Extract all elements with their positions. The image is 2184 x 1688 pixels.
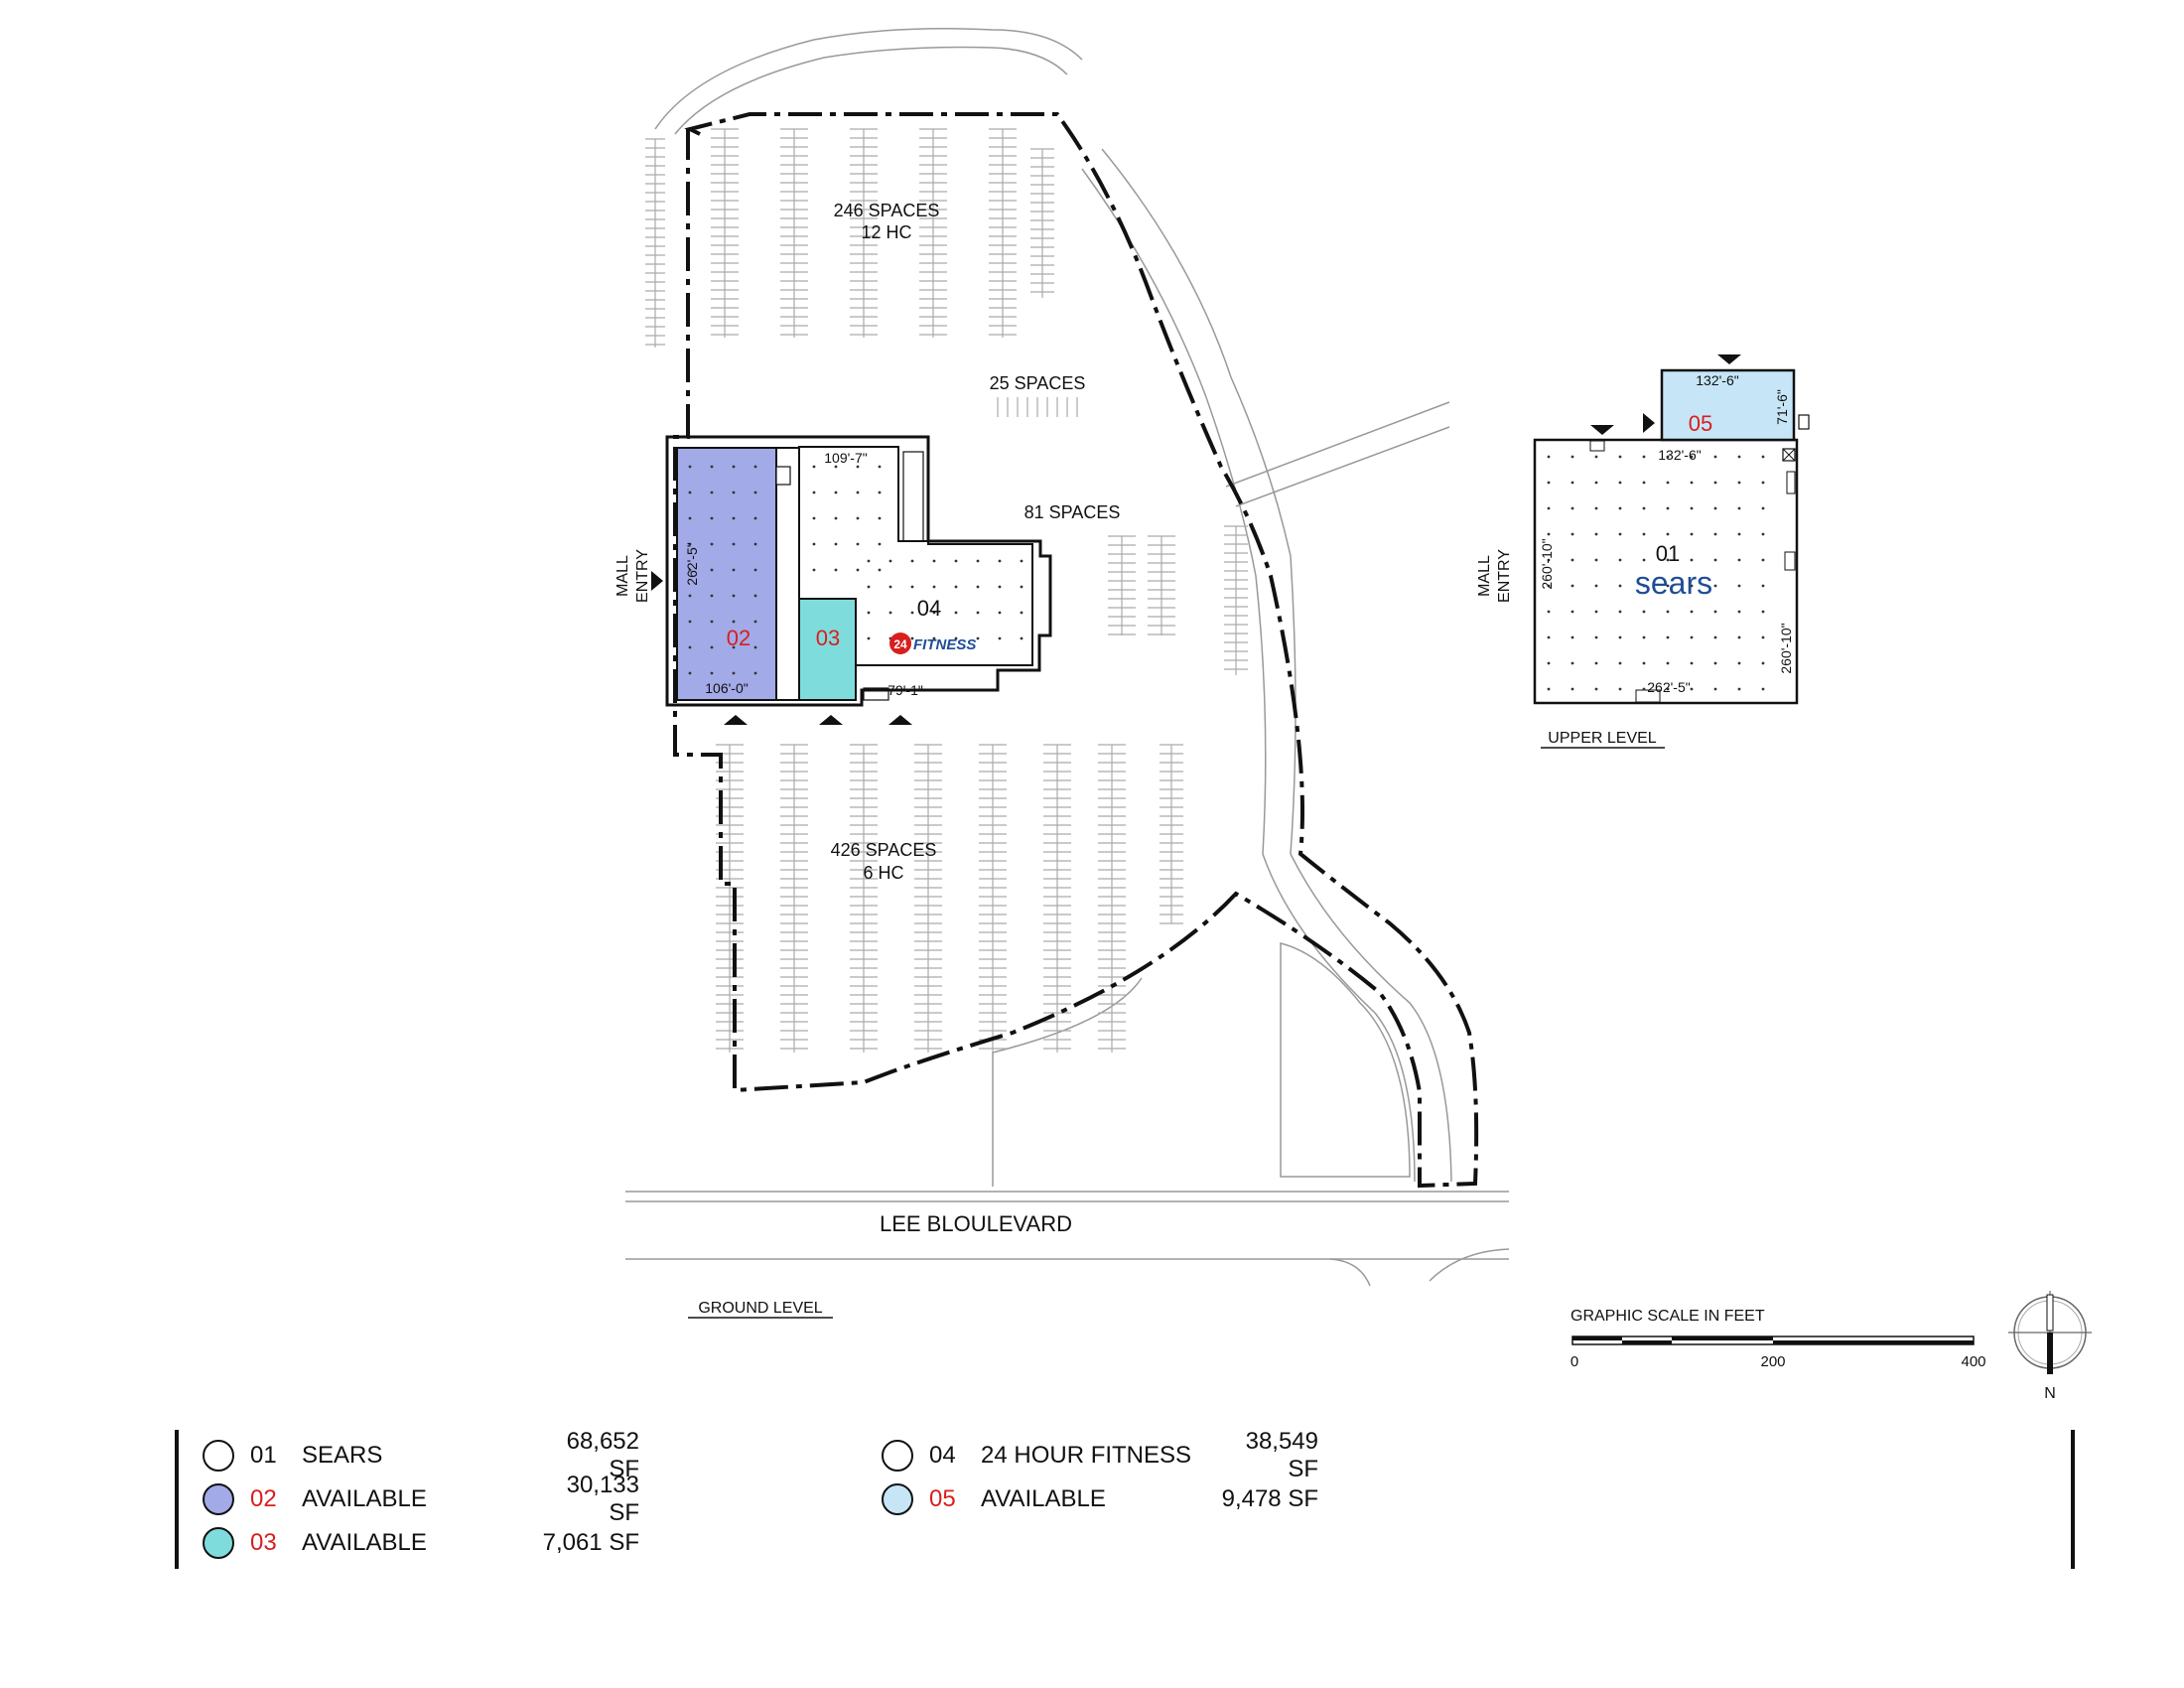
entry-arrow-icon [1643,413,1655,433]
legend-name: 24 HOUR FITNESS [981,1442,1192,1469]
legend-item: 05 AVAILABLE 9,478 SF [882,1479,1318,1519]
legend-number: 05 [929,1485,956,1512]
legend-name: SEARS [302,1442,383,1469]
entry-arrow-icon [651,571,663,591]
upper-mall-entry-2: ENTRY [1496,549,1513,603]
north-label: N [2044,1385,2056,1402]
legend-sf: 9,478 SF [1221,1485,1318,1512]
space-05[interactable] [1660,368,1796,442]
parking-east-spaces: 81 SPACES [1024,502,1121,522]
legend-item: 03 AVAILABLE 7,061 SF [203,1523,639,1563]
space-04-dim-bottom: 79'-1" [887,682,923,698]
space-05-dim-top: 132'-6" [1696,372,1738,388]
upper-mall-entry-1: MALL [1476,555,1493,597]
upper-level-label: UPPER LEVEL [1548,730,1656,747]
upper-building [1533,368,1810,705]
sears-logo: sears [1635,565,1712,601]
scale-title: GRAPHIC SCALE IN FEET [1570,1308,1765,1325]
parking-south-hc: 6 HC [863,863,903,883]
scale-tick-200: 200 [1760,1353,1785,1370]
legend-item: 04 24 HOUR FITNESS 38,549 SF [882,1428,1318,1482]
entry-arrow-icon [724,715,748,725]
legend-number: 01 [250,1442,277,1469]
legend-swatch [882,1440,913,1472]
legend-item: 01 SEARS 68,652 SF [203,1428,639,1482]
space-04-number: 04 [917,596,941,621]
space-01-dim-top: 132'-6" [1658,447,1701,463]
legend-name: AVAILABLE [302,1485,427,1512]
entry-arrows [651,354,1741,725]
legend-divider-right [2071,1430,2075,1569]
space-05-number: 05 [1689,411,1712,436]
legend-number: 03 [250,1529,277,1556]
scale-tick-400: 400 [1961,1353,1985,1370]
labels: 246 SPACES 12 HC 25 SPACES 81 SPACES 426… [614,201,1794,1319]
north-arrow-icon: N [2008,1291,2092,1402]
ground-level-label: GROUND LEVEL [698,1300,822,1317]
legend: 01 SEARS 68,652 SF 02 AVAILABLE 30,133 S… [175,1428,2075,1569]
legend-sf: 7,061 SF [542,1529,639,1556]
space-04[interactable] [798,446,1033,666]
space-03-number: 03 [816,626,840,650]
legend-name: AVAILABLE [981,1485,1106,1512]
graphic-scale: GRAPHIC SCALE IN FEET 0 200 400 [1570,1308,1986,1370]
scale-tick-0: 0 [1570,1353,1578,1370]
building-outline [665,435,1052,707]
legend-swatch [203,1483,234,1515]
column-grid [688,465,1024,675]
legend-swatch [203,1440,234,1472]
legend-sf: 30,133 SF [566,1472,639,1526]
space-02-number: 02 [727,626,751,650]
space-01-dim-left: 260'-10" [1539,538,1555,589]
fitness-logo-prefix: 24 [893,637,907,651]
legend-sf: 38,549 SF [1245,1428,1318,1482]
legend-swatch [203,1527,234,1559]
entry-arrow-icon [888,715,912,725]
entry-arrow-icon [1590,425,1614,435]
entry-arrow-icon [1717,354,1741,364]
legend-number: 02 [250,1485,277,1512]
space-02-dim-width: 106'-0" [705,680,748,696]
space-05-dim-right: 71'-6" [1774,389,1790,425]
entry-arrow-icon [819,715,843,725]
legend-number: 04 [929,1442,956,1469]
space-02[interactable] [676,447,777,701]
ground-mall-entry-1: MALL [614,555,631,597]
fitness-logo-text: FITNESS [913,636,976,653]
legend-swatch [882,1483,913,1515]
legend-divider-left [175,1430,179,1569]
parking-mid-spaces: 25 SPACES [990,373,1086,393]
space-02-dim-height: 262'-5" [684,542,700,585]
space-01-dim-bottom: 262'-5" [1647,679,1690,695]
ground-building [665,435,1052,707]
parking-north-hc: 12 HC [861,222,911,242]
parking-north-spaces: 246 SPACES [834,201,940,220]
space-01-dim-right: 260'-10" [1778,623,1794,673]
parking-south-spaces: 426 SPACES [831,840,937,860]
street-name: LEE BLOULEVARD [880,1211,1072,1236]
upper-column-grid [1547,455,1765,691]
parking-stalls [645,128,1248,1053]
property-boundary [673,112,1479,1189]
fitness-logo: 24 FITNESS [889,633,976,654]
space-01-number: 01 [1656,541,1680,566]
legend-name: AVAILABLE [302,1529,427,1556]
legend-sf: 68,652 SF [566,1428,639,1482]
legend-item: 02 AVAILABLE 30,133 SF [203,1472,639,1526]
space-04-dim-top: 109'-7" [824,450,867,466]
ground-mall-entry-2: ENTRY [634,549,651,603]
